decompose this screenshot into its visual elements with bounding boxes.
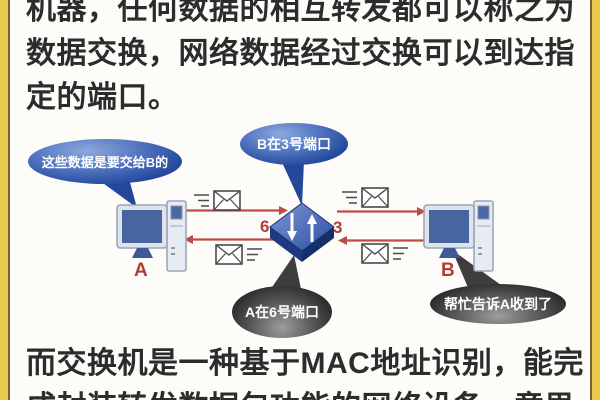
computer-a-icon <box>116 200 187 272</box>
envelope-icon <box>216 245 262 264</box>
speech-bubble-a-data: 这些数据是要交给B的 <box>28 139 182 184</box>
bottom-paragraph-line-1: 而交换机是一种基于MAC地址识别，能完 <box>26 347 584 380</box>
arrowhead-right-icon <box>279 206 288 215</box>
callout-switch-a-port: A在6号端口 <box>232 286 332 338</box>
top-paragraph-line-3: 定的端口。 <box>26 81 179 114</box>
speech-bubble-switch-b-port: B在3号端口 <box>240 123 348 165</box>
computer-b-icon <box>423 200 494 272</box>
bubble-tail-switch-top <box>280 158 304 206</box>
port-3-label: 3 <box>333 218 343 237</box>
envelope-icon <box>362 244 408 263</box>
arrowhead-right-icon <box>417 207 426 216</box>
top-paragraph-line-1: 机器，任何数据的相互转发都可以称之为 <box>26 0 575 26</box>
computer-a-label: A <box>134 260 148 281</box>
envelope-icon <box>342 188 388 207</box>
switch-arrows-icon <box>287 213 317 242</box>
switch-icon <box>269 202 335 262</box>
top-paragraph-line-2: 数据交换，网络数据经过交换可以到达指 <box>26 37 575 70</box>
arrowhead-left-icon <box>184 235 193 244</box>
callout-tail-switch-bottom <box>268 255 302 294</box>
page-border-right <box>590 0 600 400</box>
callout-b-reply: 帮忙告诉A收到了 <box>430 284 566 324</box>
bottom-paragraph-line-2: 成封装转发数据包功能的网络设备，意思 <box>26 382 578 400</box>
arrowhead-left-icon <box>338 236 347 245</box>
computer-b-label: B <box>441 260 455 281</box>
port-6-label: 6 <box>260 217 270 236</box>
page-border-left <box>0 0 10 400</box>
envelope-icon <box>194 191 240 210</box>
